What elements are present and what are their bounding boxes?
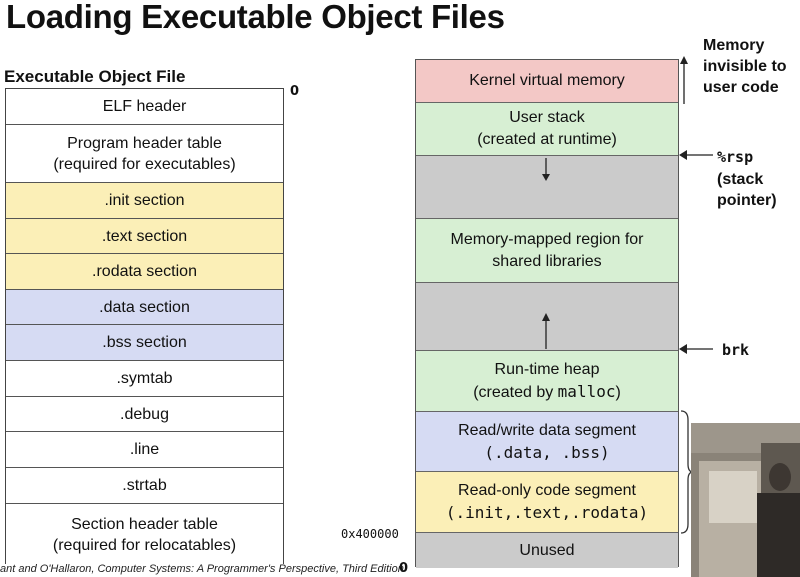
exe-section-row: Section header table (required for reloca… <box>6 504 283 565</box>
kernel-up-arrow <box>680 56 688 104</box>
user-stack-region: User stack (created at runtime) <box>416 103 678 156</box>
exe-section-label: .data section <box>99 298 190 316</box>
exe-section-row: .line <box>6 432 283 468</box>
exe-section-row: ELF header <box>6 89 283 125</box>
memory-invisible-line1: Memory <box>703 37 765 54</box>
exe-section-label: Section header table <box>71 515 218 533</box>
stack-growth-down-arrow <box>542 158 550 181</box>
ro-segment-sublabel: (.init,.text,.rodata) <box>445 503 649 522</box>
exe-section-row: .bss section <box>6 325 283 361</box>
read-write-data-segment: Read/write data segment (.data, .bss) <box>416 412 678 472</box>
addr-0x400000-label: 0x400000 <box>341 527 399 541</box>
exe-section-label: ELF header <box>102 98 187 115</box>
heap-sublabel: (created by malloc) <box>473 381 621 404</box>
stack-pointer-line2: pointer) <box>717 192 777 209</box>
heap-sublabel-suffix: ) <box>615 383 621 401</box>
heap-label: Run-time heap <box>494 360 600 378</box>
memory-invisible-line2: invisible to <box>703 58 787 75</box>
exe-section-row: .data section <box>6 290 283 325</box>
exe-section-label: .debug <box>120 405 169 423</box>
read-only-code-segment: Read-only code segment (.init,.text,.rod… <box>416 472 678 533</box>
exe-section-label: .bss section <box>102 334 187 351</box>
brk-label: brk <box>722 341 750 359</box>
rsp-pointer-arrow <box>679 150 713 160</box>
stack-pointer-note: (stack pointer) <box>717 169 777 211</box>
heap-gap-region <box>416 283 678 351</box>
memory-layout-table: Kernel virtual memory User stack (create… <box>415 59 679 568</box>
heap-growth-up-arrow <box>542 313 550 349</box>
exe-section-label: Program header table <box>67 134 222 152</box>
memory-zero-label: 0 <box>399 561 409 576</box>
exe-section-label: .symtab <box>116 370 173 387</box>
memory-invisible-line3: user code <box>703 79 779 96</box>
heap-sublabel-malloc: malloc <box>557 381 616 401</box>
kernel-virtual-memory-region: Kernel virtual memory <box>416 60 678 103</box>
citation-footer: ant and O'Hallaron, Computer Systems: A … <box>0 563 404 575</box>
rsp-label: %rsp <box>717 148 754 166</box>
exe-heading: Executable Object File <box>4 67 186 86</box>
user-stack-sublabel: (created at runtime) <box>477 131 617 148</box>
memory-invisible-note: Memory invisible to user code <box>703 35 787 98</box>
kernel-label: Kernel virtual memory <box>469 72 625 89</box>
exe-section-label: .rodata section <box>92 263 197 280</box>
stack-gap-region <box>416 156 678 219</box>
user-stack-label: User stack <box>509 109 585 126</box>
exe-section-row: .debug <box>6 397 283 432</box>
unused-region: Unused <box>416 533 678 568</box>
brk-pointer-arrow <box>679 344 713 354</box>
exe-section-label: .line <box>129 441 160 458</box>
heap-sublabel-prefix: (created by <box>473 383 558 401</box>
exe-section-row: .strtab <box>6 468 283 504</box>
slide-title: Loading Executable Object Files <box>6 0 505 35</box>
exe-section-label: (required for relocatables) <box>52 536 237 554</box>
mmap-label-line1: Memory-mapped region for <box>450 230 644 248</box>
exe-section-label: .init section <box>104 192 185 209</box>
rw-segment-sublabel: (.data, .bss) <box>484 442 610 462</box>
exe-section-row: .text section <box>6 219 283 254</box>
stack-pointer-line1: (stack <box>717 171 764 188</box>
exe-section-label: .text section <box>101 227 188 245</box>
mmap-label-line2: shared libraries <box>492 252 602 270</box>
exe-section-row: .symtab <box>6 361 283 397</box>
exe-section-label: .strtab <box>122 477 167 494</box>
memory-mapped-region: Memory-mapped region for shared librarie… <box>416 219 678 283</box>
exe-section-row: Program header table (required for execut… <box>6 125 283 183</box>
exe-section-row: .rodata section <box>6 254 283 290</box>
rw-segment-label: Read/write data segment <box>458 421 636 439</box>
presenter-video-thumbnail <box>691 423 800 577</box>
run-time-heap-region: Run-time heap (created by malloc) <box>416 351 678 412</box>
exe-section-row: .init section <box>6 183 283 219</box>
unused-label: Unused <box>519 541 575 559</box>
exe-section-label: (required for executables) <box>53 155 236 173</box>
ro-segment-label: Read-only code segment <box>458 482 636 499</box>
exe-zero-label: 0 <box>290 84 300 99</box>
